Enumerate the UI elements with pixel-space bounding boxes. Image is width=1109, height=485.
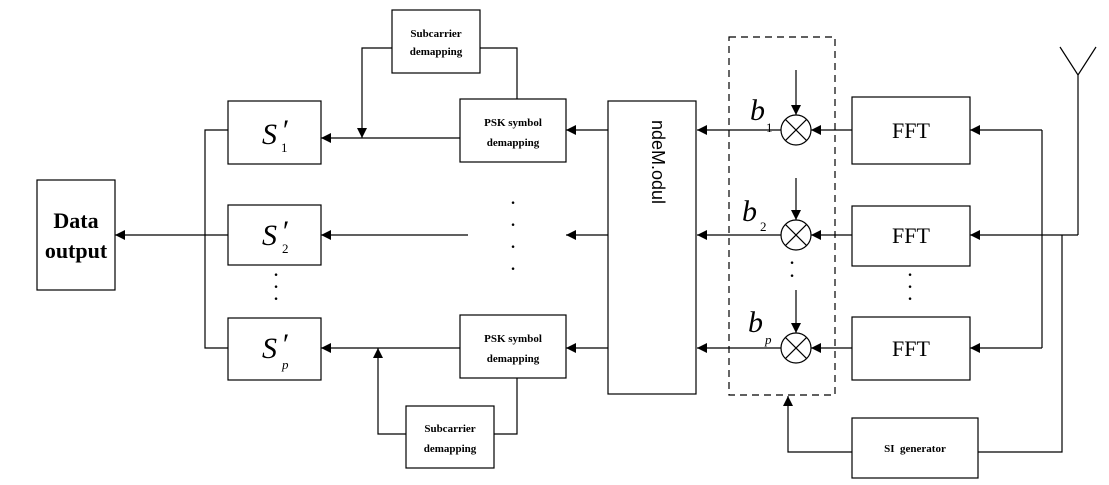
top-loop-line xyxy=(362,47,518,138)
subcarrier-demapping-top: Subcarrier demapping xyxy=(391,9,481,74)
sp-symbol: S xyxy=(262,332,277,365)
psk-dots-1: · xyxy=(509,190,516,215)
sp-block: S ′ p xyxy=(227,317,322,381)
s2-symbol: S xyxy=(262,219,277,252)
bp-label: b p xyxy=(748,306,772,347)
sp-prime: ′ xyxy=(281,328,288,361)
fft-dots-3: · xyxy=(906,286,913,311)
si-generator-block: SI generator xyxy=(851,417,979,479)
weighting-dashed-box xyxy=(728,36,836,396)
psk-dots-2: · xyxy=(509,212,516,237)
s-vertical-dots-3: · xyxy=(272,286,279,311)
subcarrier-top-label-2: demapping xyxy=(410,46,463,58)
si-to-dashed-box xyxy=(783,396,852,453)
antenna-feed-line xyxy=(1041,130,1078,348)
s2-block: S ′ 2 xyxy=(227,204,322,266)
b1-symbol: b xyxy=(750,94,765,127)
bp-subscript: p xyxy=(764,332,772,347)
psk-bottom-label-1: PSK symbol xyxy=(484,333,542,345)
psk-top-label-1: PSK symbol xyxy=(484,117,542,129)
fft-dots-1: · xyxy=(906,262,913,287)
fft-label-1: FFT xyxy=(892,118,930,143)
subcarrier-bottom-label-1: Subcarrier xyxy=(424,423,475,435)
fft-label-2: FFT xyxy=(892,223,930,248)
psk-demapping-top: PSK symbol demapping xyxy=(459,98,567,163)
mult-dots-2: · xyxy=(788,263,795,288)
data-output-label-2: output xyxy=(45,238,108,263)
s-vertical-dots-2: · xyxy=(272,274,279,299)
b1-subscript: 1 xyxy=(766,120,773,135)
data-output-block: Data output xyxy=(36,179,116,291)
fft-label-p: FFT xyxy=(892,336,930,361)
s2-prime: ′ xyxy=(281,215,288,248)
psk-demapping-bottom: PSK symbol demapping xyxy=(459,314,567,379)
antenna-icon xyxy=(1059,46,1097,235)
psk-bottom-label-2: demapping xyxy=(487,353,540,365)
fft-block-2: FFT xyxy=(851,205,971,267)
s1-block: S ′ 1 xyxy=(227,100,322,165)
psk-dots-3: · xyxy=(509,234,516,259)
s2-subscript: 2 xyxy=(282,241,289,256)
fft-dots-2: · xyxy=(906,274,913,299)
demodulation-block: ndeM.odul xyxy=(607,100,697,395)
b1-label: b 1 xyxy=(750,94,773,135)
data-output-label-1: Data xyxy=(53,208,98,233)
subcarrier-demapping-bottom: Subcarrier demapping xyxy=(405,405,495,469)
b2-symbol: b xyxy=(742,195,757,228)
multiplier-p-icon xyxy=(780,332,812,364)
bp-symbol: b xyxy=(748,306,763,339)
antenna-to-si-line xyxy=(978,235,1063,453)
multiplier-1-icon xyxy=(780,114,812,146)
b2-label: b 2 xyxy=(742,195,767,234)
subcarrier-top-label-1: Subcarrier xyxy=(410,28,461,40)
multiplier-2-icon xyxy=(780,219,812,251)
connection-lines xyxy=(115,46,1097,453)
demodulation-label: ndeM.odul xyxy=(648,120,668,204)
s-collect-line xyxy=(204,129,228,349)
mult-dots-1: · xyxy=(788,250,795,275)
s1-subscript: 1 xyxy=(281,140,288,155)
fft-block-p: FFT xyxy=(851,316,971,381)
sp-subscript: p xyxy=(281,357,289,372)
fft-block-1: FFT xyxy=(851,96,971,165)
s1-symbol: S xyxy=(262,118,277,151)
psk-dots-4: · xyxy=(509,256,516,281)
psk-top-label-2: demapping xyxy=(487,137,540,149)
b2-subscript: 2 xyxy=(760,219,767,234)
si-generator-label: SI generator xyxy=(884,443,946,455)
s1-prime: ′ xyxy=(281,114,288,147)
subcarrier-bottom-label-2: demapping xyxy=(424,443,477,455)
s-vertical-dots-1: · xyxy=(272,262,279,287)
